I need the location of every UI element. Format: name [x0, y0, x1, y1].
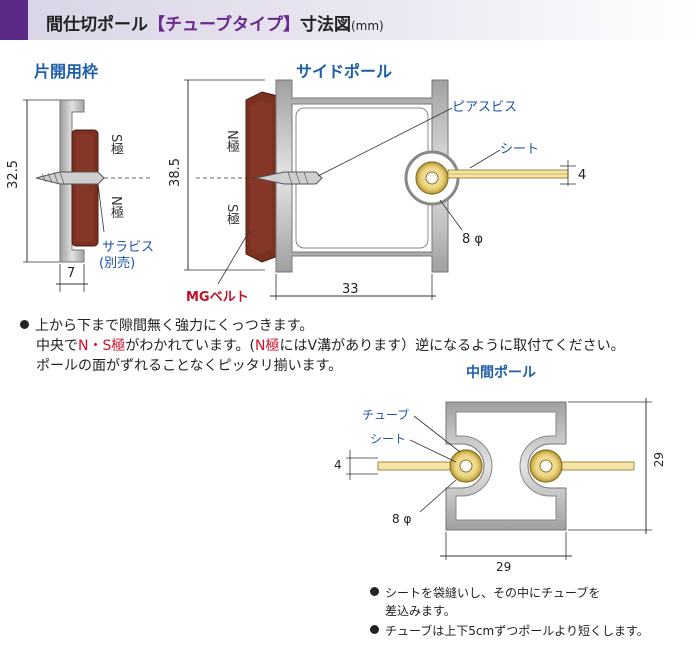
side-pole-tube-diameter: 8 φ [462, 232, 483, 247]
single-door-frame-title: 片開用枠 [34, 62, 99, 81]
middle-pole-height-dimension: 29 [652, 452, 666, 468]
middle-pole-tube-diameter: 8 φ [392, 512, 412, 526]
side-pole-sheet-thickness: 4 [578, 168, 587, 183]
description-line-2: 中央でN・S極がわかれています。(N極にはV溝があります）逆になるように取付てく… [36, 336, 625, 356]
middle-pole-sheet-thickness: 4 [334, 458, 342, 472]
description-line-3: ポールの面がずれることなくピッタリ揃います。 [36, 358, 343, 374]
title-accent: 【チューブタイプ】 [148, 15, 300, 35]
header-band: 間仕切ポール【チューブタイプ】寸法図(mm) [0, 0, 700, 40]
note-1-text: シートを袋縫いし、その中にチューブを [385, 586, 601, 600]
side-pole-height-dimension: 38.5 [168, 158, 183, 187]
ns-pole-highlight: N・S極 [78, 338, 126, 354]
frame-height-dimension: 32.5 [6, 160, 21, 189]
page-title: 間仕切ポール【チューブタイプ】寸法図(mm) [46, 10, 384, 35]
note-2: チューブは上下5cmずつポールより短くします。 [370, 622, 649, 639]
bullet-icon [370, 625, 379, 634]
middle-pole-width-dimension: 29 [496, 560, 512, 574]
magnet-belt-label: MGベルト [186, 290, 249, 305]
description-text-2c: にはV溝があります）逆になるように取付てください。 [279, 338, 625, 354]
note-2-text: チューブは上下5cmずつポールより短くします。 [385, 624, 649, 638]
header-accent-bar [0, 0, 28, 40]
title-main: 間仕切ポール [46, 15, 148, 35]
middle-pole-drawing [346, 398, 652, 560]
frame-s-pole-label: S極 [108, 134, 123, 156]
side-pole-title: サイドポール [296, 62, 393, 81]
frame-n-pole-label: N極 [108, 196, 123, 219]
pierce-screw-label: ピアスビス [452, 100, 518, 115]
note-1: シートを袋縫いし、その中にチューブを [370, 584, 600, 601]
middle-pole-tube-label: チューブ [362, 408, 410, 422]
middle-pole-title: 中間ポール [466, 365, 536, 381]
bullet-icon [20, 320, 29, 329]
note-1-continued: 差込みます。 [385, 604, 456, 618]
n-pole-highlight: N極 [255, 338, 280, 354]
description-text-2b: がわかれています。( [125, 338, 256, 354]
title-unit: (mm) [350, 19, 384, 33]
side-pole-s-pole-label: S極 [224, 204, 239, 226]
description-line-1: 上から下まで隙間無く強力にくっつきます。 [20, 316, 313, 336]
flat-screw-note: (別売) [99, 256, 136, 271]
title-suffix: 寸法図 [299, 15, 351, 35]
flat-screw-label: サラビス [102, 240, 155, 255]
single-door-frame-drawing [23, 99, 150, 292]
side-pole-sheet-label: シート [500, 142, 540, 157]
frame-width-dimension: 7 [67, 266, 76, 281]
side-pole-width-dimension: 33 [342, 282, 359, 297]
side-pole-n-pole-label: N極 [224, 130, 239, 153]
description-text-2a: 中央で [36, 338, 78, 354]
side-pole-drawing [184, 79, 576, 300]
bullet-icon [370, 587, 379, 596]
middle-pole-sheet-label: シート [370, 432, 407, 446]
description-text-1: 上から下まで隙間無く強力にくっつきます。 [35, 318, 314, 334]
